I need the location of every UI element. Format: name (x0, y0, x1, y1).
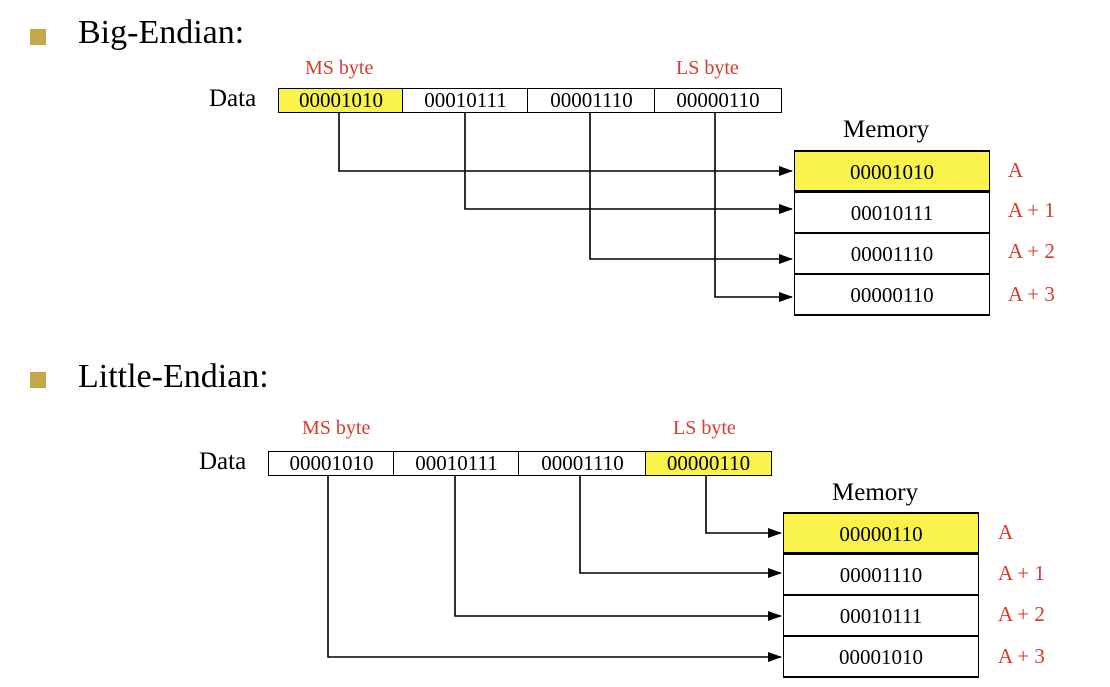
big-endian-data-byte: 00000110 (654, 88, 782, 113)
big-endian-arrow (338, 113, 793, 176)
bullet-icon (30, 29, 46, 45)
little-endian-address-label: A + 1 (998, 561, 1045, 585)
big-endian-address-label: A (1008, 158, 1024, 182)
little-endian-data-byte: 00000110 (645, 451, 772, 476)
little-endian-ms-byte-label: MS byte (302, 417, 371, 439)
big-endian-arrow (589, 113, 793, 264)
little-endian-memory-title: Memory (832, 479, 919, 506)
little-endian-memory-cell: 00010111 (783, 595, 979, 637)
little-endian-arrow (705, 476, 782, 538)
little-endian-arrow (579, 476, 782, 578)
big-endian-data-label: Data (209, 85, 257, 112)
little-endian-address-label: A + 3 (998, 644, 1045, 668)
big-endian-arrow (714, 113, 793, 302)
big-endian-address-label: A + 1 (1008, 198, 1055, 222)
little-endian-ls-byte-label: LS byte (673, 417, 736, 439)
little-endian-data-byte: 00001110 (518, 451, 647, 476)
little-endian-address-label: A + 2 (998, 602, 1045, 626)
big-endian-data-byte: 00001010 (278, 88, 404, 113)
big-endian-address-label: A + 3 (1008, 282, 1055, 306)
little-endian-address-label: A (998, 520, 1014, 544)
big-endian-address-label: A + 2 (1008, 239, 1055, 263)
little-endian-arrow (454, 476, 782, 621)
big-endian-memory-cell: 00000110 (794, 274, 990, 316)
big-endian-memory-cell: 00001010 (794, 150, 990, 192)
big-endian-memory-title: Memory (843, 116, 930, 143)
big-endian-ls-byte-label: LS byte (676, 57, 739, 79)
big-endian-data-byte: 00001110 (527, 88, 656, 113)
big-endian-memory-cell: 00010111 (794, 192, 990, 234)
little-endian-data-label: Data (199, 448, 247, 475)
little-endian-memory-cell: 00001010 (783, 636, 979, 678)
big-endian-ms-byte-label: MS byte (305, 57, 374, 79)
big-endian-data-byte: 00010111 (402, 88, 529, 113)
little-endian-arrow (327, 476, 782, 662)
little-endian-data-byte: 00001010 (268, 451, 395, 476)
big-endian-heading: Big-Endian: (78, 14, 245, 51)
little-endian-heading: Little-Endian: (78, 358, 269, 395)
big-endian-arrow (464, 113, 793, 214)
little-endian-data-byte: 00010111 (393, 451, 520, 476)
bullet-icon (30, 372, 46, 388)
little-endian-memory-cell: 00000110 (783, 512, 979, 554)
